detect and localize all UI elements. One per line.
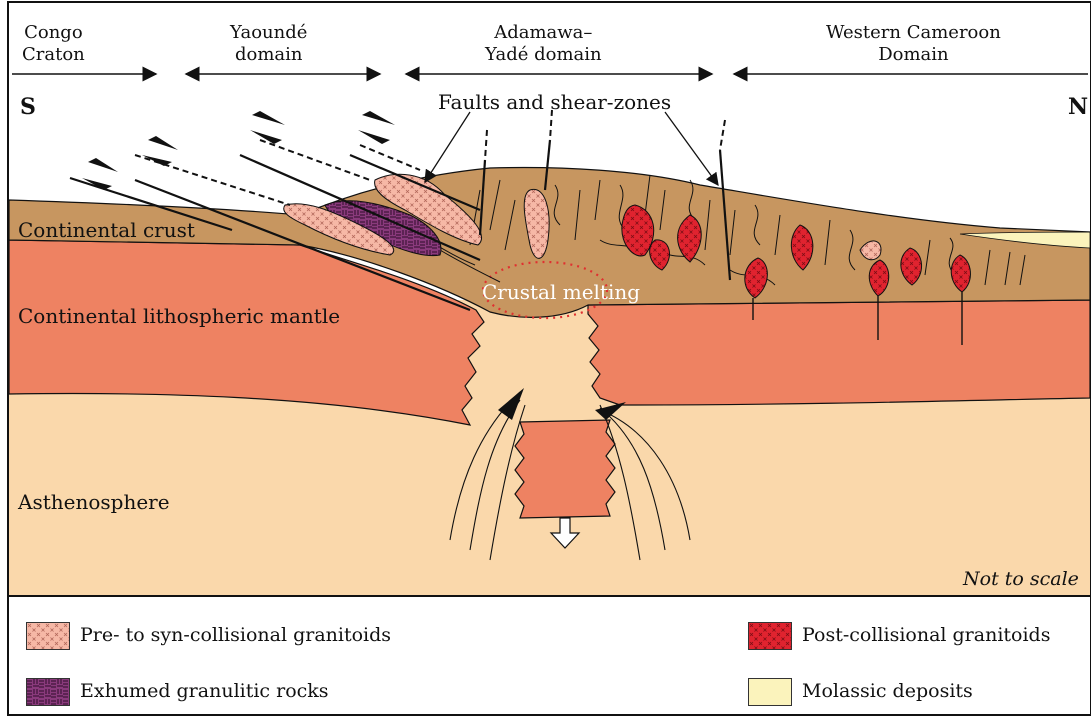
scale-note: Not to scale (963, 568, 1079, 590)
north-label: N (1068, 94, 1088, 120)
domain-label-congo: Congo Craton (22, 22, 85, 66)
domain-label-western-cameroon: Western Cameroon Domain (826, 22, 1001, 66)
faults-label: Faults and shear-zones (438, 90, 671, 114)
legend-swatch-pre-syn-granitoids (26, 622, 70, 650)
south-label: S (20, 94, 36, 120)
mantle-right (588, 300, 1090, 405)
delaminated-block (515, 420, 615, 518)
legend-swatch-post-collisional-granitoids (748, 622, 792, 650)
crustal-melting-label: Crustal melting (482, 280, 640, 304)
legend-label-molassic-deposits: Molassic deposits (802, 680, 973, 702)
legend-label-granulitic-rocks: Exhumed granulitic rocks (80, 680, 329, 702)
crust-label: Continental crust (18, 218, 195, 242)
domain-label-yaounde: Yaoundé domain (230, 22, 307, 66)
legend-label-pre-syn-granitoids: Pre- to syn-collisional granitoids (80, 624, 391, 646)
asthenosphere-label: Asthenosphere (18, 490, 170, 514)
legend-label-post-collisional-granitoids: Post-collisional granitoids (802, 624, 1050, 646)
mantle-label: Continental lithospheric mantle (18, 304, 340, 328)
domain-label-adamawa: Adamawa– Yadé domain (485, 22, 602, 66)
legend-swatch-granulitic-rocks (26, 678, 70, 706)
legend-swatch-molassic-deposits (748, 678, 792, 706)
